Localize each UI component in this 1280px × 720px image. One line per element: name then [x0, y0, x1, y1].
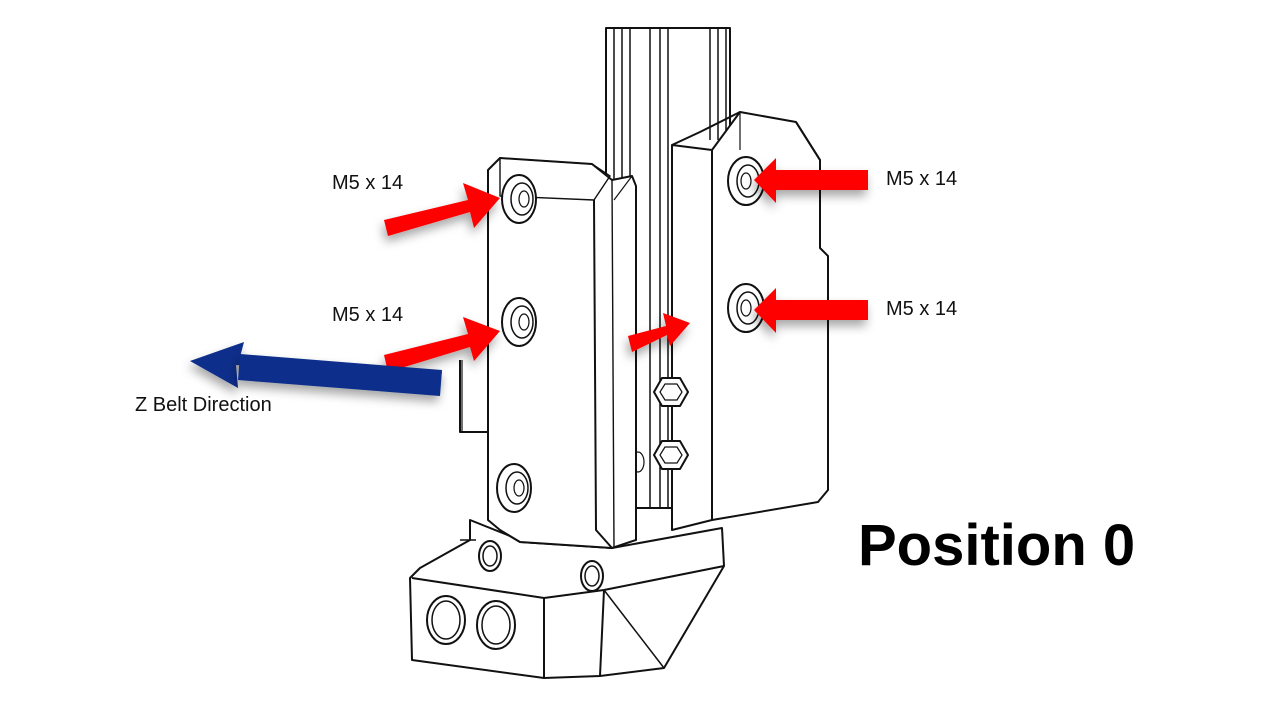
screw-label-mid-left: M5 x 14 [332, 304, 404, 326]
red-arrow-icon [628, 313, 690, 352]
screw-label-mid-right: M5 x 14 [886, 298, 958, 320]
screw-label-top-left: M5 x 14 [332, 172, 404, 194]
red-arrow-icon [384, 183, 500, 236]
screw-label-top-right: M5 x 14 [886, 168, 958, 190]
hex-nuts [631, 377, 689, 473]
belt-direction-label: Z Belt Direction [135, 394, 272, 416]
position-title: Position 0 [858, 513, 1136, 578]
red-arrow-icon [384, 317, 500, 372]
base-block [409, 519, 725, 679]
red-arrow-icon [754, 158, 868, 203]
red-arrow-icon [754, 288, 868, 333]
left-front-plate [487, 157, 637, 549]
